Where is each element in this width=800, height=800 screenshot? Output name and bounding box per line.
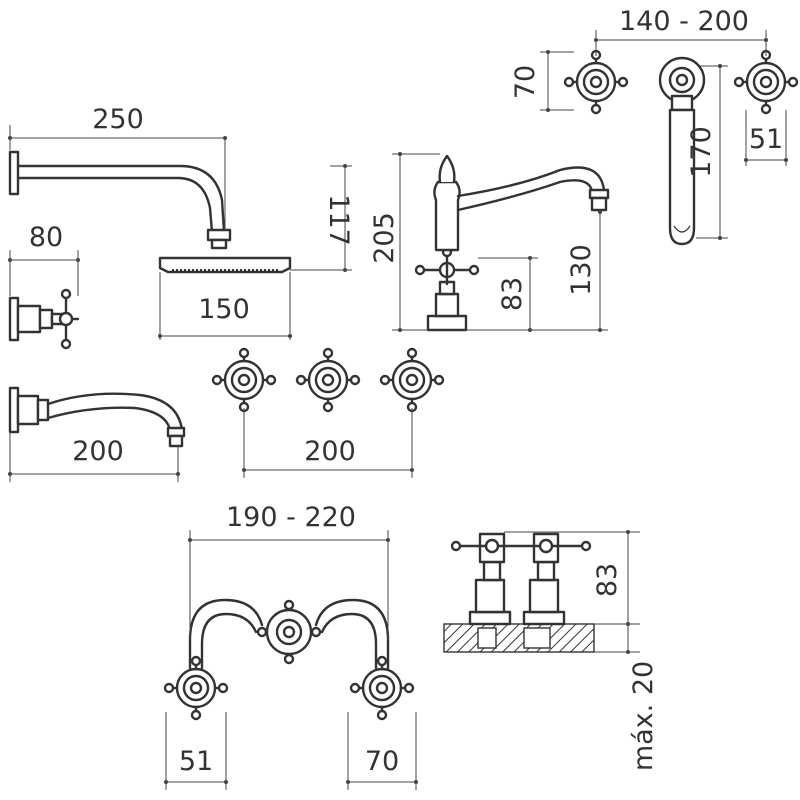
- dim-wall-spacing: 190 - 220: [226, 502, 356, 533]
- dim-mixer-base: 83: [497, 277, 528, 311]
- dim-wall-handle-height: 70: [365, 746, 399, 777]
- dim-mixer-spout: 130: [566, 244, 597, 296]
- wall-spout-drawing: 200: [8, 386, 186, 482]
- three-handles-drawing: 200: [211, 347, 445, 478]
- dim-mixer-height: 205: [369, 212, 400, 264]
- dim-wall-handle-width: 51: [179, 746, 213, 777]
- dim-handle-spacing: 140 - 200: [619, 6, 749, 37]
- wall-mixer-drawing: 190 - 220 51 70: [163, 502, 418, 790]
- dim-three-handles: 200: [304, 436, 356, 467]
- dim-spout: 200: [72, 436, 124, 467]
- dim-deck-handle: 83: [592, 563, 623, 597]
- stop-valve-drawing: 80: [8, 222, 80, 350]
- dim-deck-max: máx. 20: [628, 661, 659, 771]
- dim-handset-height: 170: [686, 126, 717, 178]
- dim-handle-width: 51: [749, 124, 783, 155]
- dim-shower-drop: 117: [323, 194, 354, 246]
- dim-handle-height: 70: [510, 65, 541, 99]
- deck-mixer-drawing: 205 83 130: [369, 152, 610, 332]
- dim-stop-valve: 80: [29, 222, 63, 253]
- dim-shower-arm: 250: [92, 104, 144, 135]
- dim-shower-head: 150: [198, 294, 250, 325]
- handset-drawing: 140 - 200 70 170 51: [510, 6, 799, 246]
- deck-section-drawing: 83 máx. 20: [443, 530, 659, 771]
- shower-head-drawing: 250 117 150: [8, 104, 354, 340]
